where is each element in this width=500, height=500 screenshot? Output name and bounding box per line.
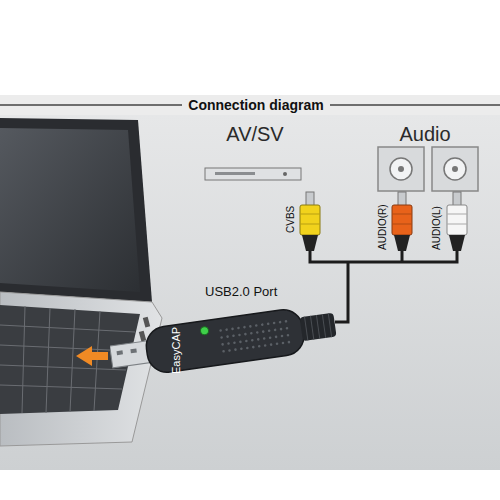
rca-plug-yellow bbox=[300, 192, 320, 251]
rca-plug-white bbox=[447, 192, 467, 251]
signal-name: CVBS bbox=[285, 206, 297, 233]
background bbox=[0, 115, 500, 470]
header-rule bbox=[0, 104, 182, 106]
rca-plug-red bbox=[392, 192, 412, 251]
dvd-player bbox=[205, 168, 301, 180]
device-label: Audio bbox=[399, 123, 450, 146]
direction-arrow bbox=[76, 346, 108, 366]
laptop bbox=[0, 118, 162, 446]
header-rule bbox=[330, 104, 500, 106]
header-strip bbox=[0, 95, 500, 115]
device-body bbox=[110, 290, 342, 390]
diagram-title: Connection diagram bbox=[184, 97, 327, 113]
signal-name: AUDIO(L) bbox=[431, 206, 443, 250]
speaker bbox=[378, 147, 478, 191]
capture-device: EasyCAP bbox=[110, 290, 342, 390]
device-brand: EasyCAP bbox=[170, 327, 183, 374]
port-label: USB2.0 Port bbox=[205, 285, 277, 300]
device-label: AV/SV bbox=[226, 123, 283, 146]
cable bbox=[310, 250, 457, 322]
signal-name: AUDIO(R) bbox=[377, 204, 389, 250]
